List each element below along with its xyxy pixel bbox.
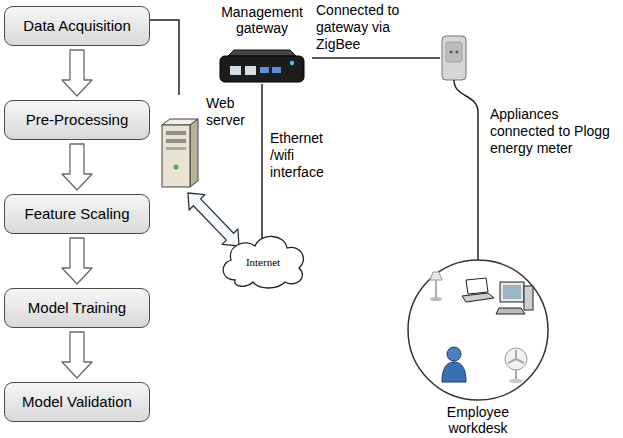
device-label: Appliances connected to Plogg energy met…: [490, 106, 616, 157]
gateway-top: [228, 50, 296, 56]
server-button: [174, 165, 179, 170]
exchange-arrow: [188, 193, 239, 246]
ethernet-link: [261, 84, 263, 238]
plogg-hole: [456, 51, 459, 54]
server-bay: [166, 131, 186, 135]
fan-guard: [505, 348, 527, 370]
lamp-stem: [435, 280, 437, 298]
plogg-face: [446, 42, 462, 62]
box-label: Pre-Processing: [26, 111, 129, 129]
person-body: [442, 362, 466, 382]
flow-arrow: [62, 144, 92, 190]
process-box: Pre-Processing: [4, 100, 150, 140]
fan-blades: [508, 350, 524, 363]
internet-cloud: Internet: [215, 226, 311, 290]
device-label: Web server: [206, 95, 256, 129]
gateway-icon: [212, 48, 312, 84]
web-server: Web server: [158, 95, 256, 190]
lamp-base: [430, 297, 442, 301]
plogg-body: [442, 36, 466, 80]
monitor: [500, 282, 524, 302]
gateway-led: [290, 61, 294, 65]
process-box: Model Validation: [4, 382, 150, 422]
workdesk-circle: Employee workdesk: [406, 258, 550, 436]
process-box: Model Training: [4, 288, 150, 328]
keyboard: [496, 308, 525, 314]
laptop-base: [462, 293, 494, 302]
process-box: Data Acquisition: [4, 6, 150, 46]
plogg-hole: [450, 51, 453, 54]
gateway-usb: [272, 67, 281, 73]
fan-stand: [515, 370, 517, 380]
flow-arrow: [62, 332, 92, 378]
plogg-cable: [454, 80, 478, 112]
lamp-shade: [430, 272, 442, 280]
server-front: [162, 125, 190, 187]
box-label: Feature Scaling: [24, 205, 129, 223]
edge-label: Connected to gateway via ZigBee: [316, 2, 436, 53]
data-link: [150, 20, 179, 95]
fan-base: [509, 379, 523, 383]
zigbee-link: [312, 57, 440, 59]
gateway-port: [245, 66, 256, 75]
box-label: Data Acquisition: [23, 17, 131, 35]
pc-tower: [524, 286, 533, 310]
plogg-cable: [477, 112, 479, 182]
server-bay: [166, 139, 186, 143]
server-icon: [158, 117, 202, 189]
person-head: [447, 347, 461, 361]
device-label: Management gateway: [212, 4, 312, 36]
gateway-usb: [260, 67, 269, 73]
workdesk-figure: [406, 258, 550, 402]
edge-label: Ethernet /wifi interface: [270, 130, 334, 181]
gateway-body: [220, 56, 304, 82]
server-side: [190, 119, 198, 187]
gateway-device: Management gateway: [212, 4, 312, 84]
desk-label: Employee workdesk: [406, 404, 550, 436]
laptop-screen: [466, 278, 488, 294]
process-box: Feature Scaling: [4, 194, 150, 234]
gateway-port: [230, 66, 241, 75]
flow-arrow: [62, 50, 92, 96]
flow-arrow: [62, 238, 92, 284]
cloud-label: Internet: [215, 256, 311, 269]
power-cable: [477, 182, 479, 260]
workdesk-outline: [408, 260, 548, 400]
monitor-screen: [503, 285, 521, 299]
box-label: Model Validation: [22, 393, 132, 411]
server-bay: [166, 147, 186, 150]
box-label: Model Training: [28, 299, 126, 317]
energy-meter: Appliances connected to Plogg energy met…: [440, 36, 616, 182]
